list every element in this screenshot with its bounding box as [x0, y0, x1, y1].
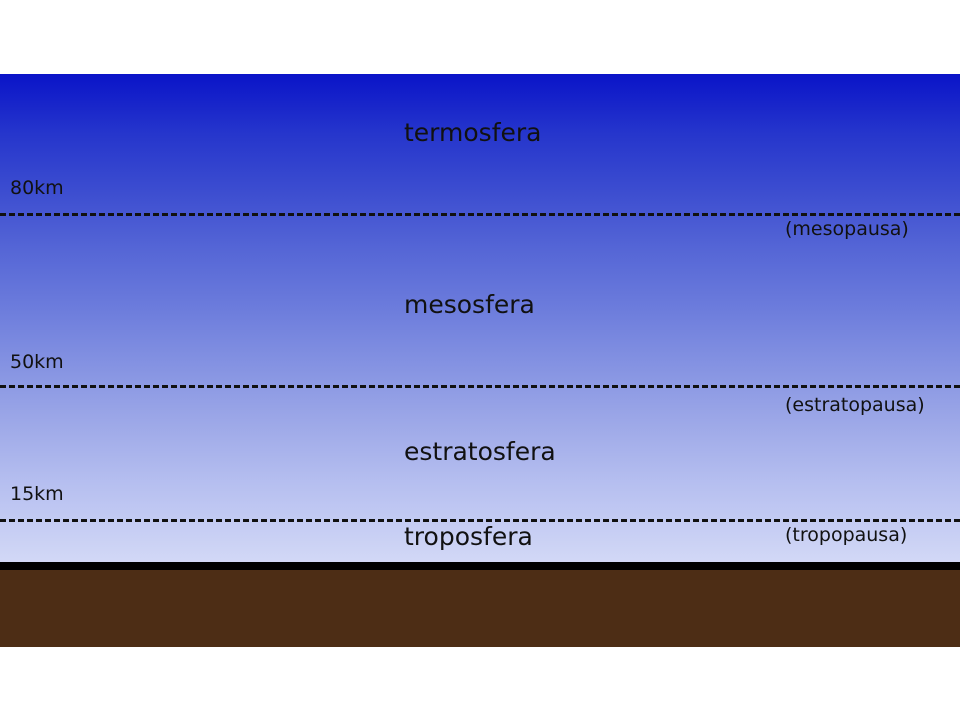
sky-gradient [0, 74, 960, 562]
mesopause-line [0, 213, 960, 216]
layer-thermosphere-label: termosfera [404, 118, 542, 147]
altitude-80km-label: 80km [10, 177, 64, 199]
tropopause-line [0, 519, 960, 522]
tropopause-label: (tropopausa) [785, 524, 908, 546]
altitude-50km-label: 50km [10, 351, 64, 373]
layer-mesosphere-label: mesosfera [404, 290, 535, 319]
stratopause-line [0, 385, 960, 388]
layer-stratosphere-label: estratosfera [404, 437, 556, 466]
stratopause-label: (estratopausa) [785, 394, 925, 416]
ground [0, 570, 960, 647]
altitude-15km-label: 15km [10, 483, 64, 505]
mesopause-label: (mesopausa) [785, 218, 909, 240]
layer-troposphere-label: troposfera [404, 522, 533, 551]
surface-line [0, 562, 960, 570]
atmosphere-diagram: termosfera 80km (mesopausa) mesosfera 50… [0, 74, 960, 647]
